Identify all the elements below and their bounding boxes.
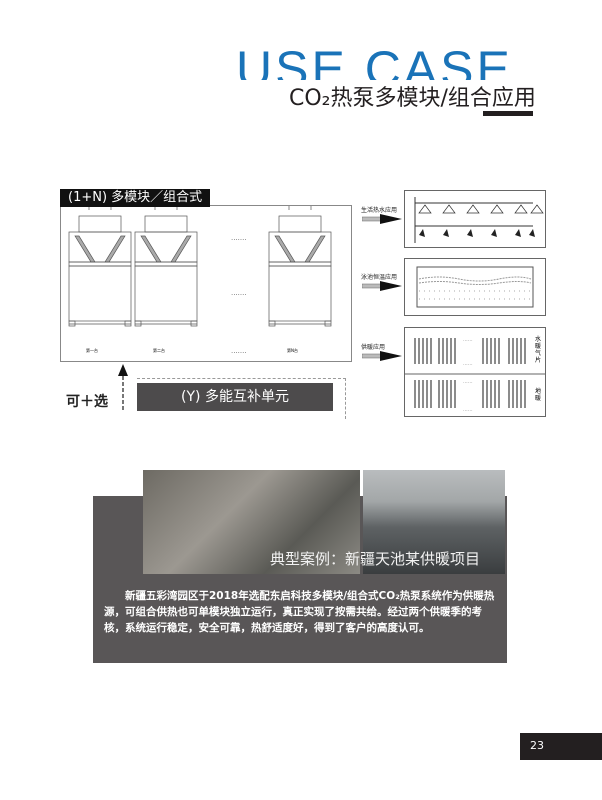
pool-application [404,258,546,316]
outdoor-units-photo [363,470,505,574]
ellipsis: ······· [231,349,247,357]
page-number: 23 [530,739,544,752]
unit-label: 第一台 [86,348,98,353]
module-diagram: 第一台 第二台 第N台 ······· ······· ······· [60,205,352,362]
page-number-bar [520,733,602,760]
case-study-title: 典型案例：新疆天池某供暖项目 [270,550,481,568]
use-case-heading: USE CASE [236,41,513,80]
optional-label: 可＋选 [66,394,108,410]
radiator-label: 水暖气片 [535,336,542,364]
right-arrow-icon [362,281,402,291]
right-arrow-icon [362,214,402,224]
svg-text:······: ······ [463,338,473,344]
equipment-room-photo [143,470,360,574]
floor-heating-label: 地暖 [535,388,542,402]
svg-text:······: ······ [463,380,473,386]
title-underline [483,111,533,116]
dashed-connector [137,378,346,419]
case-study-paragraph: 新疆五彩湾园区于2018年选配东启科技多模块/组合式CO₂热泵系统作为供暖热源，… [104,590,495,634]
unit-label: 第N台 [287,348,298,353]
application-label: 生活热水应用 [361,207,398,214]
ellipsis: ······· [231,236,247,244]
up-arrow-icon [118,364,128,412]
svg-text:······: ······ [463,408,473,414]
svg-text:······: ······ [463,362,473,368]
application-label: 泳池恒温应用 [361,274,398,281]
case-study-body: 新疆五彩湾园区于2018年选配东启科技多模块/组合式CO₂热泵系统作为供暖热源，… [104,588,496,636]
heat-pump-units-drawing [68,205,332,327]
right-arrow-icon [362,351,402,361]
heating-application: ······ ······ ······ ······ 水暖气片 地暖 [404,327,546,417]
complementary-unit-box: (Y) 多能互补单元 [137,383,333,411]
unit-label: 第二台 [153,348,165,353]
module-tag: (1+N) 多模块／组合式 [60,189,211,207]
page-subtitle: CO₂热泵多模块/组合应用 [287,80,538,112]
ellipsis: ······· [231,291,247,299]
hot-water-application [404,190,546,248]
application-label: 供暖应用 [361,344,386,351]
